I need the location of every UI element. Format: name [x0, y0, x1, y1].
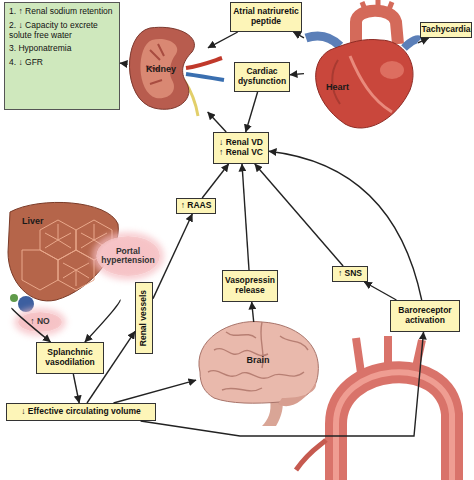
aorta-drawing	[296, 336, 452, 480]
process-box: ↑ RAAS	[176, 198, 216, 214]
arrow-connector	[73, 374, 79, 403]
node-text: Cardiac dysfunction	[237, 67, 287, 87]
process-box: ↑ SNS	[332, 266, 368, 282]
node-text: Portal hypertension	[96, 247, 160, 266]
heart-organ: Heart	[304, 8, 418, 130]
node-text: Tachycardia	[422, 25, 471, 35]
outcome-list-box: 1. ↑ Renal sodium retention 2. ↓ Capacity…	[4, 2, 120, 110]
organ-label: Kidney	[146, 64, 176, 74]
arrow-connector	[208, 32, 238, 48]
organ-label: Brain	[246, 355, 269, 365]
arrow-connector	[269, 151, 422, 300]
process-box: Splanchnic vasodilation	[36, 342, 104, 374]
organ-label: Heart	[326, 82, 349, 92]
process-box: Baroreceptor activation	[390, 300, 460, 332]
brain-organ: Brain	[196, 322, 320, 404]
node-text: ↓ Effective circulating volume	[21, 407, 141, 417]
node-text: ↑ NO	[30, 317, 49, 326]
process-box: ↓ Renal VD↑ Renal VC	[213, 132, 269, 164]
node-text: ↑ RAAS	[181, 201, 212, 211]
arrow-connector	[85, 300, 120, 342]
process-box: Cardiac dysfunction	[234, 62, 290, 92]
node-text: 3. Hyponatremia	[9, 44, 115, 54]
arrow-connector	[114, 380, 197, 403]
arrow-connector	[141, 332, 424, 436]
arrow-connector	[364, 282, 396, 300]
heart-drawing	[306, 0, 420, 128]
arrow-connector	[202, 164, 228, 198]
node-text: ↑ Renal VC	[219, 148, 263, 158]
arrow-connector	[252, 302, 254, 322]
cause-cloud: ↑ NO	[18, 312, 62, 332]
process-box: Vasopressin release	[222, 270, 278, 302]
node-text: Baroreceptor activation	[393, 306, 457, 326]
node-text: Splanchnic vasodilation	[39, 348, 101, 368]
node-text: Vasopressin release	[225, 276, 275, 296]
node-text: 4. ↓ GFR	[9, 58, 115, 68]
arrow-connector	[255, 164, 343, 266]
arrow-connector	[242, 164, 249, 270]
arrow-connector	[208, 112, 227, 132]
kidney-drawing	[129, 27, 224, 116]
process-box: Tachycardia	[420, 22, 472, 38]
process-box: Renal vessels	[135, 282, 153, 354]
arrow-connector	[246, 92, 258, 132]
node-text: Renal vessels	[139, 290, 149, 346]
arrow-connector	[290, 74, 304, 75]
kidney-organ: Kidney	[128, 26, 208, 112]
process-box: Atrial natriuretic peptide	[230, 2, 302, 32]
node-text: Atrial natriuretic peptide	[233, 7, 299, 27]
arrow-connector	[293, 32, 304, 38]
node-text: ↑ SNS	[338, 269, 362, 279]
process-box: ↓ Effective circulating volume	[6, 403, 156, 421]
node-text: 2. ↓ Capacity to excrete solute free wat…	[9, 21, 115, 41]
arrow-connector	[418, 38, 429, 43]
brain-drawing	[199, 322, 318, 426]
node-text: 1. ↑ Renal sodium retention	[9, 7, 115, 17]
node-text: ↓ Renal VD	[219, 138, 263, 148]
organ-label: Liver	[22, 216, 44, 226]
cause-cloud: Portal hypertension	[96, 236, 160, 276]
arrow-connector	[120, 63, 128, 64]
